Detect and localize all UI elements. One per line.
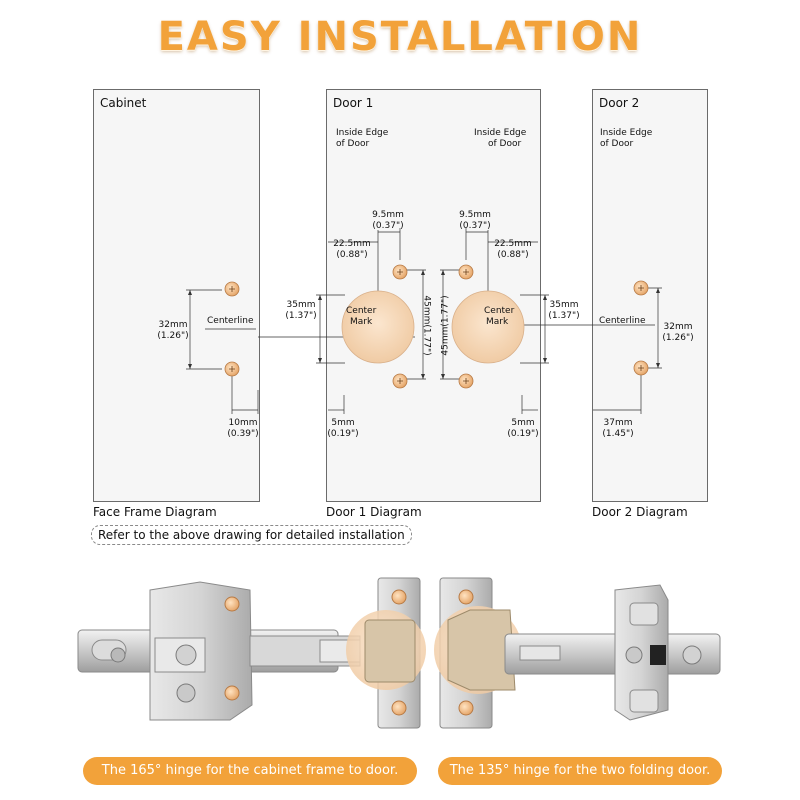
dim-45mm-right: 45mm(1.77") <box>440 295 451 356</box>
dim-9-5mm-left: 9.5mm(0.37") <box>372 210 404 231</box>
dim-9-5mm-right: 9.5mm(0.37") <box>459 210 491 231</box>
hinge-135-caption: The 135° hinge for the two folding door. <box>438 757 722 785</box>
door2-caption: Door 2 Diagram <box>592 505 688 519</box>
dim-10mm-cabinet: 10mm(0.39") <box>227 418 259 439</box>
dim-22-5mm-right: 22.5mm(0.88") <box>494 239 532 260</box>
hinge-165-illustration <box>77 577 426 729</box>
hinge-165-caption: The 165° hinge for the cabinet frame to … <box>83 757 417 785</box>
dim-37mm-door2: 37mm(1.45") <box>602 418 634 439</box>
dim-5mm-right: 5mm(0.19") <box>507 418 539 439</box>
door2-panel: Door 2 <box>592 89 708 502</box>
centerline-label-cabinet: Centerline <box>207 316 254 326</box>
dim-35mm-left: 35mm(1.37") <box>285 300 317 321</box>
dim-32mm-door2: 32mm(1.26") <box>662 322 694 343</box>
dim-5mm-left: 5mm(0.19") <box>327 418 359 439</box>
hinge-135-illustration <box>434 577 721 729</box>
installation-note: Refer to the above drawing for detailed … <box>91 525 412 545</box>
dim-45mm-left: 45mm(1.77") <box>421 295 432 356</box>
dim-35mm-right: 35mm(1.37") <box>548 300 580 321</box>
dim-32mm-cabinet: 32mm(1.26") <box>157 320 189 341</box>
dim-22-5mm-left: 22.5mm(0.88") <box>333 239 371 260</box>
centerline-label-door2: Centerline <box>599 316 646 326</box>
cabinet-label: Cabinet <box>100 96 147 110</box>
door1-caption: Door 1 Diagram <box>326 505 422 519</box>
page-title: EASY INSTALLATION <box>157 14 643 60</box>
door1-label: Door 1 <box>333 96 374 110</box>
door2-label: Door 2 <box>599 96 640 110</box>
cabinet-caption: Face Frame Diagram <box>93 505 217 519</box>
